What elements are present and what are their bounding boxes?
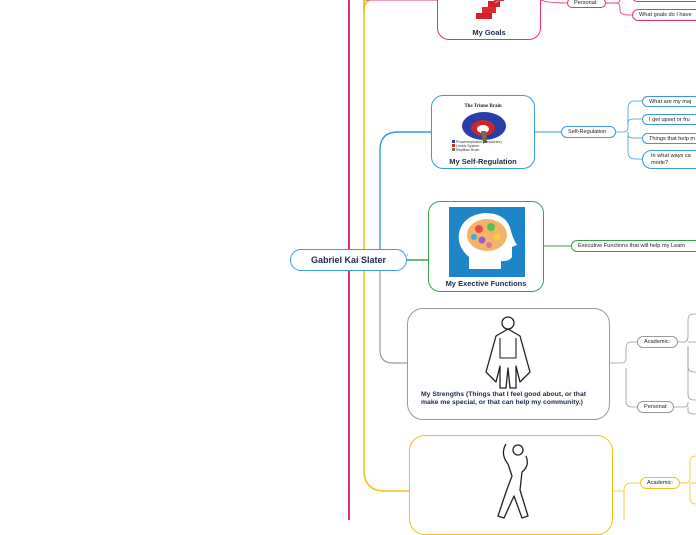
legend-item: Reptilian Brain (452, 148, 502, 152)
self-reg-item[interactable]: In what ways ca mode? (642, 150, 696, 169)
goals-question-label: What goals do I have (639, 12, 692, 18)
strengths-personal[interactable]: Personal: (637, 401, 674, 413)
strengths-personal-label: Personal: (644, 404, 668, 410)
goals-personal[interactable]: Personal: (567, 0, 606, 8)
head-brain-image (449, 207, 525, 277)
topic-bottom[interactable] (409, 435, 613, 535)
self-reg-item[interactable]: I get upset or fru (642, 114, 696, 125)
brain-image (462, 112, 506, 143)
stretching-person-icon (497, 443, 529, 519)
bottom-academic[interactable]: Academic: (640, 477, 680, 489)
executive-functions-label: Executive Functions that will help my Le… (578, 243, 686, 249)
root-node[interactable]: Gabriel Kai Slater (290, 249, 407, 271)
goals-stairs-image (476, 0, 504, 19)
root-label: Gabriel Kai Slater (310, 255, 387, 265)
topic-executive-functions[interactable]: My Exective Functions (428, 201, 544, 292)
self-regulation-label: Self-Regulation (568, 129, 607, 135)
strengths-academic-label: Academic: (644, 339, 671, 345)
topic-strengths-title: My Strengths (Things that I feel good ab… (421, 391, 587, 407)
goals-question[interactable]: What goals do I have (632, 9, 696, 21)
triune-brain-title: The Triune Brain (464, 104, 502, 109)
strengths-academic[interactable]: Academic: (637, 336, 678, 348)
self-reg-item[interactable]: What are my maj (642, 96, 696, 107)
topic-goals-title: My Goals (472, 28, 506, 37)
goals-top-item[interactable] (632, 0, 696, 2)
self-reg-item-label: In what ways ca mode? (651, 153, 691, 166)
topic-strengths[interactable]: My Strengths (Things that I feel good ab… (407, 308, 610, 420)
self-reg-item-label: I get upset or fru (649, 116, 690, 123)
self-regulation-node[interactable]: Self-Regulation (561, 126, 616, 138)
topic-self-regulation-title: My Self-Regulation (449, 157, 517, 166)
topic-goals[interactable]: My Goals (437, 0, 541, 40)
topic-executive-title: My Exective Functions (445, 279, 527, 288)
executive-functions-item[interactable]: Executive Functions that will help my Le… (571, 240, 696, 252)
bottom-academic-label: Academic: (647, 480, 674, 486)
self-reg-item-label: What are my maj (649, 98, 692, 105)
goals-personal-label: Personal: (574, 0, 598, 6)
legend-item: Limbic System (452, 144, 502, 148)
brain-legend: Prosencephalon (Neocortex) Limbic System… (452, 140, 502, 153)
self-reg-item[interactable]: Things that help m (642, 133, 696, 144)
legend-item: Prosencephalon (Neocortex) (452, 140, 502, 144)
superhero-icon (485, 316, 531, 389)
self-reg-item-label: Things that help m (649, 135, 696, 142)
topic-self-regulation[interactable]: The Triune Brain Prosencephalon (Neocort… (431, 95, 535, 169)
